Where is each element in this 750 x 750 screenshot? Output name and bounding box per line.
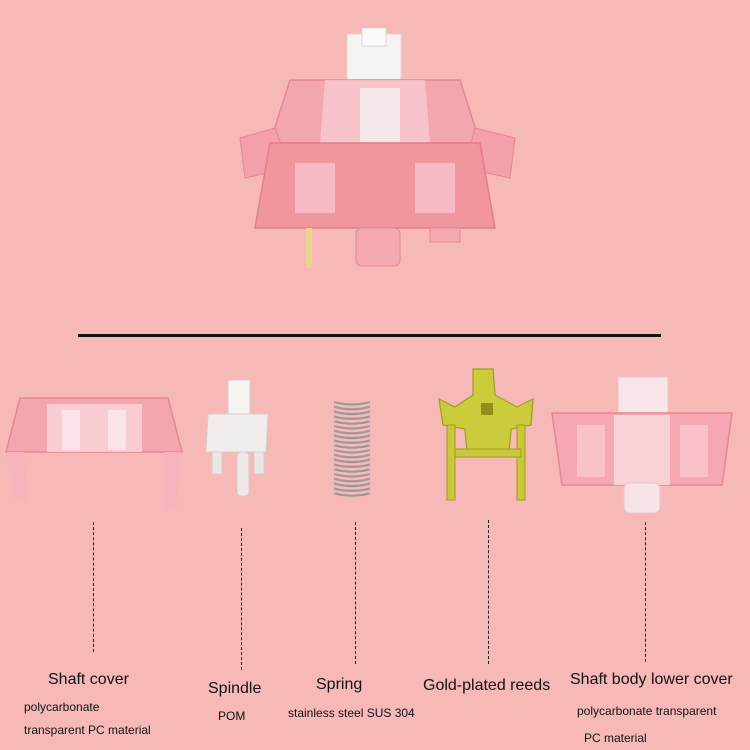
- shaft-cover-illustration: [5, 397, 183, 510]
- spring-coil: [333, 468, 371, 473]
- spring-coil: [333, 477, 371, 483]
- part-name-spring: Spring: [316, 676, 363, 693]
- spring-coil: [333, 458, 371, 464]
- spring-coil: [333, 448, 371, 454]
- part-name-gold-reeds: Gold-plated reeds: [423, 677, 551, 694]
- gold-reeds-leader: [488, 520, 489, 664]
- spring-coil: [333, 434, 371, 440]
- spring-coil: [333, 400, 371, 406]
- part-desc-lower-cover-2: PC material: [584, 731, 647, 745]
- spring-leader: [355, 522, 356, 664]
- part-desc-lower-cover-1: polycarbonate transparent: [577, 704, 717, 718]
- spring-coil: [333, 453, 371, 459]
- spring-coil: [333, 415, 371, 420]
- spring-coil: [333, 420, 371, 425]
- spring-coil: [333, 444, 371, 449]
- part-name-spindle: Spindle: [208, 680, 262, 697]
- spring-coil: [333, 482, 371, 488]
- spindle-illustration: [205, 379, 269, 497]
- part-name-shaft-cover: Shaft cover: [48, 671, 129, 688]
- spring-illustration: [333, 400, 371, 497]
- part-desc-spindle: POM: [218, 709, 246, 723]
- part-name-lower-cover: Shaft body lower cover: [570, 671, 733, 688]
- spring-coil: [333, 492, 371, 497]
- spring-coil: [333, 439, 371, 444]
- assembled-switch-illustration: [239, 27, 516, 268]
- lower-cover-leader: [645, 522, 646, 662]
- part-desc-spring: stainless steel SUS 304: [288, 706, 415, 720]
- spring-coil: [333, 424, 371, 430]
- spring-coil: [333, 463, 371, 468]
- spring-coil: [333, 405, 371, 411]
- spring-coil: [333, 410, 371, 416]
- shaft-cover-leader: [93, 522, 94, 652]
- spring-coil: [333, 472, 371, 478]
- spring-coil: [333, 429, 371, 435]
- part-desc-shaft-cover-2: transparent PC material: [24, 723, 151, 737]
- spring-coil: [333, 487, 371, 492]
- gold-reeds-illustration: [438, 368, 534, 501]
- lower-cover-illustration: [551, 376, 733, 514]
- section-divider: [78, 334, 661, 337]
- spindle-leader: [241, 528, 242, 670]
- part-desc-shaft-cover-1: polycarbonate: [24, 700, 100, 714]
